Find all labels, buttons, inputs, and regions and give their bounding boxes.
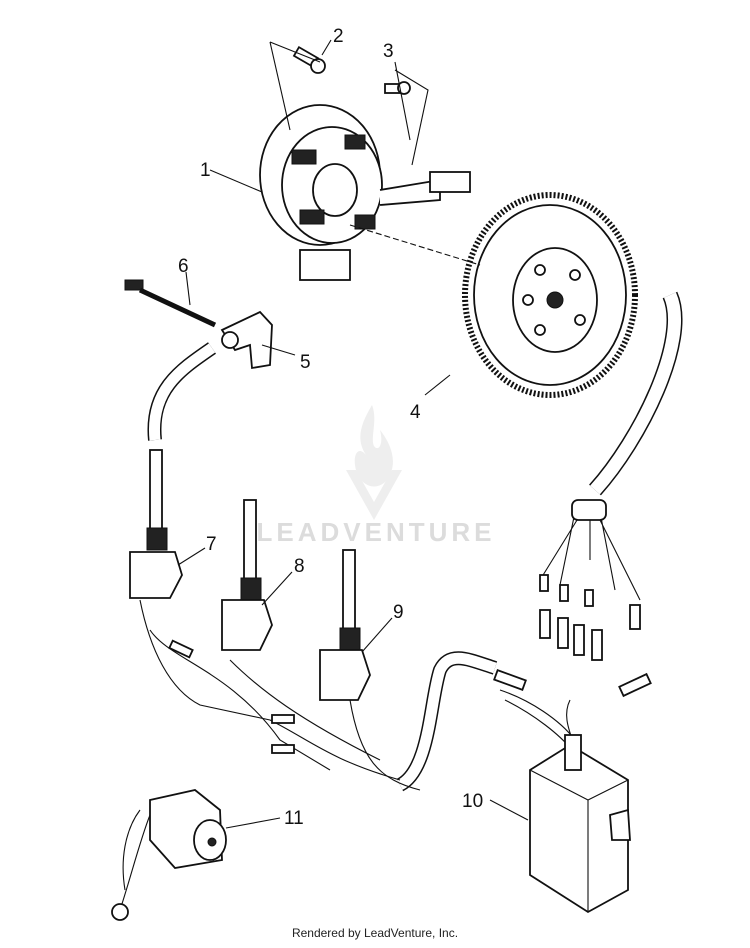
leader-lines [177,39,529,829]
callout-5: 5 [300,352,311,373]
screw-3 [384,81,411,95]
footer-credit: Rendered by LeadVenture, Inc. [291,926,459,940]
callout-10: 10 [462,791,483,812]
starter-solenoid [111,789,227,921]
callouts: 1 2 3 4 5 6 7 8 9 10 11 [178,26,483,829]
callout-6: 6 [178,256,189,277]
callout-1: 1 [200,160,211,181]
harness-grommet [571,499,607,521]
spark-plug-cap [220,310,273,370]
callout-7: 7 [206,534,217,555]
flywheel [462,192,638,398]
watermark-text: LEADVENTURE [256,517,495,547]
callout-8: 8 [294,556,305,577]
harness-connectors [168,574,652,754]
callout-9: 9 [393,602,404,623]
callout-11: 11 [284,808,304,829]
ignition-coil-7 [129,449,183,599]
callout-4: 4 [410,402,421,423]
watermark: LEADVENTURE [256,405,495,547]
callout-2: 2 [333,26,344,47]
leadventure-flame-logo [346,405,402,520]
cdi-module [529,734,631,914]
ignition-coil-8 [221,499,273,651]
screw-2 [292,45,326,74]
callout-3: 3 [383,41,394,62]
wiring-harness [139,166,696,792]
cable-tie [124,279,217,328]
ignition-coil-9 [319,549,371,701]
stator [259,104,471,281]
